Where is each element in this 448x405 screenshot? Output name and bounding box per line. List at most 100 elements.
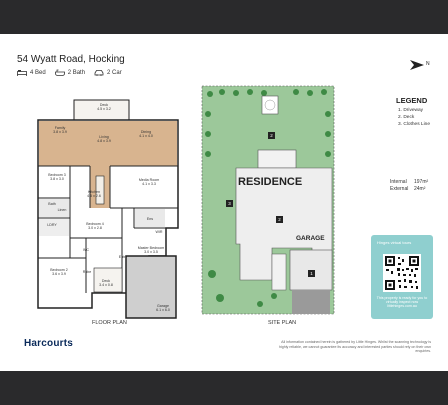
virtual-tour-card[interactable]: Hinges virtual tours This property is re…: [371, 235, 433, 319]
virtual-tour-url: littlehinges.com.au: [387, 304, 417, 309]
feature-car-label: 2 Car: [107, 69, 122, 76]
bed-icon: [17, 70, 27, 76]
area-external-label: External: [390, 186, 409, 192]
room-bedroom-2-size: 3.6 x 3.9: [52, 272, 66, 277]
room-wc: WC: [80, 248, 92, 252]
room-master-size: 3.0 x 3.5: [144, 250, 158, 255]
room-bedroom-3-name: Bedroom 3: [48, 173, 66, 177]
hedges: [205, 89, 331, 307]
room-living-name: Living: [99, 135, 109, 139]
room-family-name: Family: [54, 126, 66, 130]
room-bedroom-2-name: Bedroom 2: [50, 268, 68, 272]
site-plan-drawing: [201, 85, 335, 315]
room-dining-name: Dining: [140, 130, 152, 134]
room-living-size: 4.8 x 3.9: [97, 139, 111, 144]
room-ldry-name: LDRY: [47, 223, 57, 227]
room-family-size: 3.8 x 3.9: [53, 130, 67, 135]
room-bath: Bath: [40, 202, 64, 206]
room-garage-name: Garage: [157, 304, 169, 308]
virtual-tour-brand: Hinges virtual tours: [377, 240, 412, 245]
north-arrow-icon: [410, 60, 424, 70]
feature-bath-label: 2 Bath: [67, 69, 86, 76]
room-linen: Linen: [54, 208, 70, 212]
room-bedroom-4-name: Bedroom 4: [86, 222, 104, 226]
room-ldry: LDRY: [40, 223, 64, 227]
garage: [125, 255, 177, 319]
car-icon: [94, 70, 104, 76]
front-path: [271, 253, 287, 291]
driveway: [292, 290, 330, 314]
room-deck-2-size: 3.4 x 0.8: [99, 283, 113, 288]
wood-floor-living: [39, 121, 177, 166]
deck-bottom: [93, 267, 123, 293]
legend-title: LEGEND: [396, 96, 428, 105]
floor-plan-caption: FLOOR PLAN: [92, 320, 127, 326]
room-deck-2-name: Deck: [101, 279, 111, 283]
area-internal-value: 197m²: [414, 179, 429, 185]
feature-bath: 2 Bath: [54, 69, 86, 76]
room-kitchen-size: 4.5 x 2.6: [87, 194, 101, 199]
room-garage-size: 6.1 x 6.0: [156, 308, 170, 313]
room-bath-name: Bath: [48, 202, 56, 206]
area-internal-label: Internal: [390, 179, 407, 185]
room-master-name: Master Bedroom: [137, 246, 165, 250]
room-deck-size: 4.5 x 3.2: [97, 107, 111, 112]
water-feature: [261, 95, 279, 115]
room-bedroom-4-size: 3.0 x 2.8: [88, 226, 102, 231]
legend-item-deck: 2. Deck: [398, 115, 415, 120]
room-robe: Robe: [80, 270, 94, 274]
water-feature-circle: [264, 99, 276, 111]
room-entry: Entry: [114, 255, 132, 259]
qr-code[interactable]: [383, 254, 421, 292]
agency-logo: Harcourts: [24, 338, 74, 349]
room-entry-name: Entry: [118, 255, 128, 259]
feature-bed: 4 Bed: [17, 69, 46, 76]
room-robe-name: Robe: [82, 270, 92, 274]
ens-tiles: [135, 209, 165, 227]
north-label: N: [426, 61, 430, 67]
internal-walls: [38, 165, 178, 294]
residence-label: RESIDENCE: [238, 176, 303, 188]
room-deck-name: Deck: [99, 103, 109, 107]
legend-item-driveway: 1. Driveway: [398, 108, 424, 113]
area-external-value: 24m²: [414, 186, 426, 192]
feature-car: 2 Car: [94, 69, 122, 76]
marker-driveway: 1: [308, 270, 315, 277]
site-plan-caption: SITE PLAN: [268, 320, 297, 326]
residence-footprint: [235, 167, 333, 281]
legend-item-clothes-line: 3. Clothes Line: [398, 122, 430, 127]
feature-bed-label: 4 Bed: [30, 69, 46, 76]
room-kitchen-name: Kitchen: [88, 190, 100, 194]
room-wir: WIR: [152, 230, 166, 234]
bath-tiles: [39, 199, 69, 217]
room-ens: Ens: [138, 217, 162, 221]
property-features: 4 Bed 2 Bath 2 Car: [17, 69, 122, 76]
virtual-tour-message: This property is ready for you to virtua…: [376, 296, 428, 305]
room-media-size: 4.1 x 3.3: [142, 182, 156, 187]
floor-plan-drawing: [37, 99, 179, 319]
floorplan-sheet: 54 Wyatt Road, Hocking 4 Bed 2 Bath 2 Ca…: [0, 34, 448, 371]
north-arrow: N: [410, 58, 432, 76]
bath-icon: [54, 69, 65, 76]
site-deck-top: [257, 149, 297, 169]
marker-deck-top: 2: [268, 132, 275, 139]
room-linen-name: Linen: [57, 208, 67, 212]
kitchen-island: [95, 175, 105, 205]
room-ens-name: Ens: [146, 217, 154, 221]
marker-deck-front: 2: [276, 216, 283, 223]
ldry-tiles: [39, 219, 69, 236]
marker-clothes-line: 3: [226, 200, 233, 207]
room-wir-name: WIR: [155, 230, 163, 234]
virtual-tour-text: This property is ready for you to virtua…: [376, 296, 428, 309]
